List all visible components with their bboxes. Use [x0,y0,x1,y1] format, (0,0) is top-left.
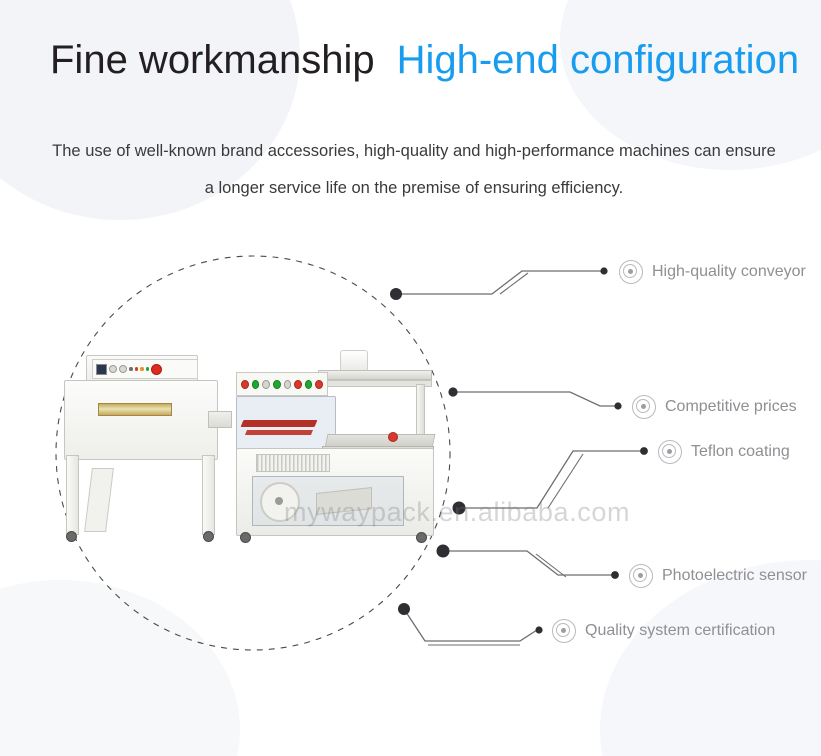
tunnel-leg [202,455,215,535]
sealer-seal-bar [240,420,318,427]
sealer-vent-grille [256,454,330,472]
subtitle-line-2: a longer service life on the premise of … [204,179,624,197]
sealer-control-panel [236,372,328,396]
tunnel-indicator [140,367,144,371]
page-title: Fine workmanship High-end configuration [50,34,799,86]
tunnel-emergency-stop [151,363,162,375]
tunnel-indicator [129,367,133,371]
callout-competitive-prices[interactable]: Competitive prices [632,395,797,419]
wire-photoelectric-sensor [436,544,619,579]
callout-label: Photoelectric sensor [662,567,807,584]
tunnel-shelf [84,468,114,532]
machine-illustration-group: mywaypack.en.alibaba.com [50,345,629,560]
tunnel-knob [119,365,127,373]
sealer-start-button [251,379,260,389]
tunnel-leg [66,455,79,535]
callout-label: Teflon coating [691,443,790,460]
wire-quality-system-certification [398,603,543,646]
sealer-caster [240,532,251,543]
tunnel-heating-window [98,403,172,416]
sealer-indicator [294,379,302,389]
sealer-upper-arm [318,370,432,380]
title-primary: Fine workmanship [50,38,375,82]
subtitle: The use of well-known brand accessories,… [34,133,794,207]
tunnel-control-panel [92,359,198,379]
feature-diagram: mywaypack.en.alibaba.com High-quality co… [0,210,821,690]
wire-competitive-prices [448,387,622,410]
callout-high-quality-conveyor[interactable]: High-quality conveyor [619,260,806,284]
callout-label: Competitive prices [665,398,797,415]
bullseye-icon [632,395,656,419]
callout-photoelectric-sensor[interactable]: Photoelectric sensor [629,564,807,588]
focus-circle [55,255,451,651]
title-accent: High-end configuration [396,38,800,82]
sealer-knob [283,379,292,389]
sealer-knob [262,379,270,389]
bullseye-icon [629,564,653,588]
bullseye-icon [658,440,682,464]
sealer-emergency-stop [315,379,323,389]
tunnel-body [64,380,218,460]
sealer-indicator [304,379,313,389]
bullseye-icon [552,619,576,643]
tunnel-indicator [145,367,149,371]
tunnel-indicator [134,367,138,371]
tunnel-outfeed-conveyor [208,411,232,428]
sealer-film-spool [260,482,300,522]
tunnel-knob [109,365,117,373]
tunnel-caster [203,531,214,542]
callout-label: High-quality conveyor [652,263,806,280]
subtitle-line-1: The use of well-known brand accessories,… [52,142,776,160]
connector-wires [55,255,648,651]
sealer-seal-bar-lower [244,430,314,435]
wire-teflon-coating [452,447,648,515]
sealer-film-reel [340,350,368,372]
bullseye-icon [619,260,643,284]
sealer-adjust-knob [388,432,398,442]
callout-teflon-coating[interactable]: Teflon coating [658,440,790,464]
shrink-tunnel-machine [58,355,232,555]
sealer-stop-button [241,379,249,389]
callout-label: Quality system certification [585,622,776,639]
sealer-caster [416,532,427,543]
wire-high-quality-conveyor [390,267,608,300]
tunnel-display [96,363,107,375]
callout-quality-system-certification[interactable]: Quality system certification [552,619,775,643]
sealer-indicator [272,379,281,389]
sealer-guide-bar [318,380,432,387]
tunnel-caster [66,531,77,542]
l-bar-sealer-machine [230,350,440,558]
